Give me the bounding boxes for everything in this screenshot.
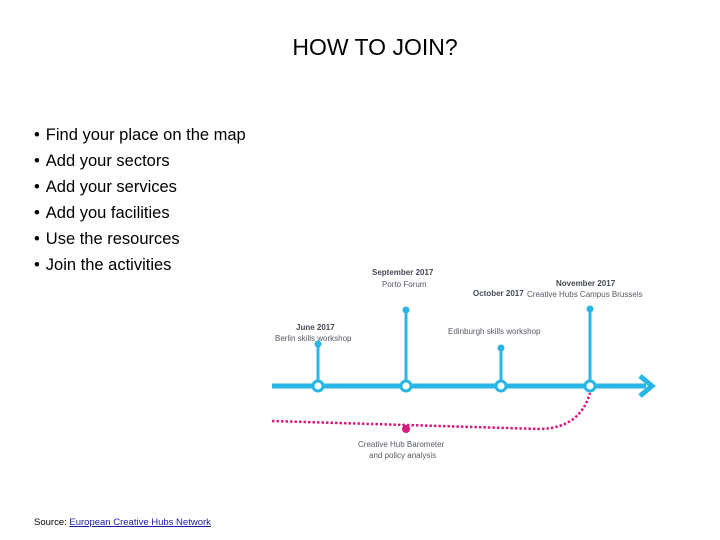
list-item: • Join the activities bbox=[34, 252, 246, 278]
milestone-date-october: October 2017 bbox=[473, 289, 524, 298]
bullet-marker: • bbox=[34, 204, 40, 222]
barometer-marker bbox=[402, 425, 410, 433]
bullet-marker: • bbox=[34, 256, 40, 274]
milestone-date-september: September 2017 bbox=[372, 268, 434, 277]
source-prefix: Source: bbox=[34, 517, 70, 528]
list-item: • Find your place on the map bbox=[34, 122, 246, 148]
barometer-label-line2: and policy analysis bbox=[369, 451, 436, 460]
barometer-dotted-line bbox=[271, 392, 592, 431]
milestone-date-june: June 2017 bbox=[296, 323, 335, 332]
milestone-label-november: Creative Hubs Campus Brussels bbox=[527, 290, 643, 299]
list-item-text: Join the activities bbox=[45, 256, 172, 274]
join-steps-list: • Find your place on the map • Add your se… bbox=[34, 122, 246, 278]
list-item-text: Use the resources bbox=[45, 230, 180, 248]
milestone-marker-november bbox=[583, 379, 597, 393]
page-title: HOW TO JOIN? bbox=[292, 34, 458, 60]
list-item-text: Add your sectors bbox=[45, 152, 170, 170]
milestone-marker-october bbox=[494, 379, 508, 393]
milestone-top-dot bbox=[402, 306, 410, 314]
milestone-marker-june bbox=[311, 379, 325, 393]
list-item: • Add your services bbox=[34, 174, 246, 200]
milestone-date-november: November 2017 bbox=[556, 279, 616, 288]
milestone-label-october: Edinburgh skills workshop bbox=[448, 327, 541, 336]
milestone-label-september: Porto Forum bbox=[382, 280, 427, 289]
list-item-text: Add your services bbox=[45, 178, 177, 196]
list-item: • Add your sectors bbox=[34, 148, 246, 174]
source-link[interactable]: European Creative Hubs Network bbox=[69, 517, 211, 528]
milestone-label-june: Berlin skills workshop bbox=[275, 334, 352, 343]
timeline-arrow-icon bbox=[638, 374, 656, 398]
list-item-text: Find your place on the map bbox=[45, 126, 246, 144]
bullet-marker: • bbox=[34, 152, 40, 170]
milestone-top-dot bbox=[497, 344, 505, 352]
list-item-text: Add you facilities bbox=[45, 204, 170, 222]
bullet-marker: • bbox=[34, 230, 40, 248]
list-item: • Use the resources bbox=[34, 226, 246, 252]
barometer-label-line1: Creative Hub Barometer bbox=[358, 440, 445, 449]
source-note: Source: European Creative Hubs Network bbox=[34, 517, 211, 528]
bullet-marker: • bbox=[34, 126, 40, 144]
milestone-top-dot bbox=[314, 340, 322, 348]
bullet-marker: • bbox=[34, 178, 40, 196]
list-item: • Add you facilities bbox=[34, 200, 246, 226]
milestone-marker-september bbox=[399, 379, 413, 393]
milestone-top-dot bbox=[586, 305, 594, 313]
